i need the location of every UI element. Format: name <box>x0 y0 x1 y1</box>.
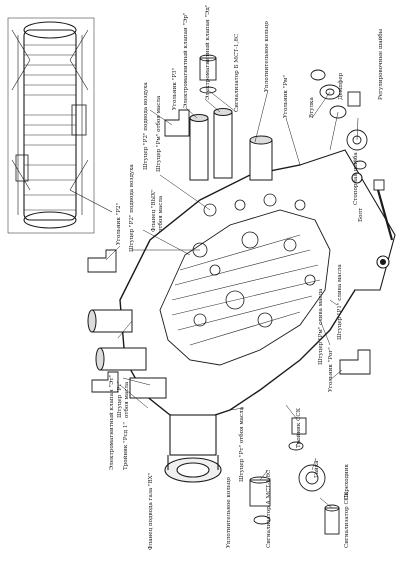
label-ugolnik-p2: Угольник "P2" <box>116 202 122 245</box>
label-shtucer-pm-sliv: Штуцер "Pм" слива масла <box>318 288 324 365</box>
label-perehodnik: Переходник <box>344 463 350 500</box>
label-signalizator-ssk: Сигнализатор ССК <box>344 491 350 548</box>
label-stopor-shaiba: Стопорная шайба <box>352 152 359 205</box>
label-shtucer-podvod-vozduha: Штуцер "P2" подвода воздуха <box>143 82 149 170</box>
label-reg-shaiba: Регулировочные шайбы <box>377 28 384 100</box>
label-uplot-kolco-bottom: Уплотнительное кольцо <box>226 477 232 548</box>
label-signalizator-a: Сигнализатор А МСТ-1,8С <box>266 470 272 548</box>
label-shtucer-p1: Штуцер "Pт" <box>117 381 123 418</box>
label-bolt: Болт <box>358 208 364 222</box>
label-ugolnik-pog: Угольник "Pог" <box>328 347 334 392</box>
label-otboi-masla: отбоя масла <box>157 195 164 232</box>
label-flanec-vyh: Фланец "ВЫХ" <box>151 189 157 232</box>
engine-overview-inset <box>7 17 113 234</box>
label-shtucer-p2-b: Штуцер "P2" подвода воздуха <box>129 164 135 252</box>
label-elektromagn-top2: Электромагнитный клапан "Эд" <box>205 4 211 100</box>
label-shtucer-p1-b: отбоя масла <box>123 381 130 418</box>
label-ugolnik-p3: Угольник "P3" <box>172 67 178 110</box>
label-dempfer: Демпфер <box>337 72 344 100</box>
label-shtucer-otboi-masla: Штуцер "Pм" отбоя масла <box>155 95 162 172</box>
label-elektromagn-left: Электромагнитный клапан "Эт" <box>109 375 115 470</box>
fuel-regulator-body <box>87 108 396 483</box>
label-vtulka: Втулка <box>309 96 315 118</box>
label-shtucer-p-otboi: Штуцер "Pт" отбоя масла <box>238 406 245 482</box>
label-gaika: Гайка <box>314 460 320 478</box>
label-ugolnik-rm: Угольник "Pм" <box>283 75 289 118</box>
label-uplot-kolco-top: Уплотнительное кольцо <box>264 21 270 92</box>
part-labels: Электромагнитный клапан "Эр" Электромагн… <box>109 4 384 550</box>
leader-lines <box>105 89 359 509</box>
label-troinik-ssk: Тройник ССК <box>296 407 302 448</box>
label-elektromagn-top: Электромагнитный клапан "Эр" <box>183 12 189 108</box>
label-shtucer-slivnoi: Штуцер "P1" слива масла <box>337 264 343 340</box>
label-signalizator-b: Сигнализатор Б МСТ-1,8С <box>234 34 240 112</box>
label-flanec-podvoda: Фланец подвода газа "ВХ" <box>148 472 154 550</box>
label-troinik-pcd: Тройник "Pcд 1" <box>123 422 129 470</box>
